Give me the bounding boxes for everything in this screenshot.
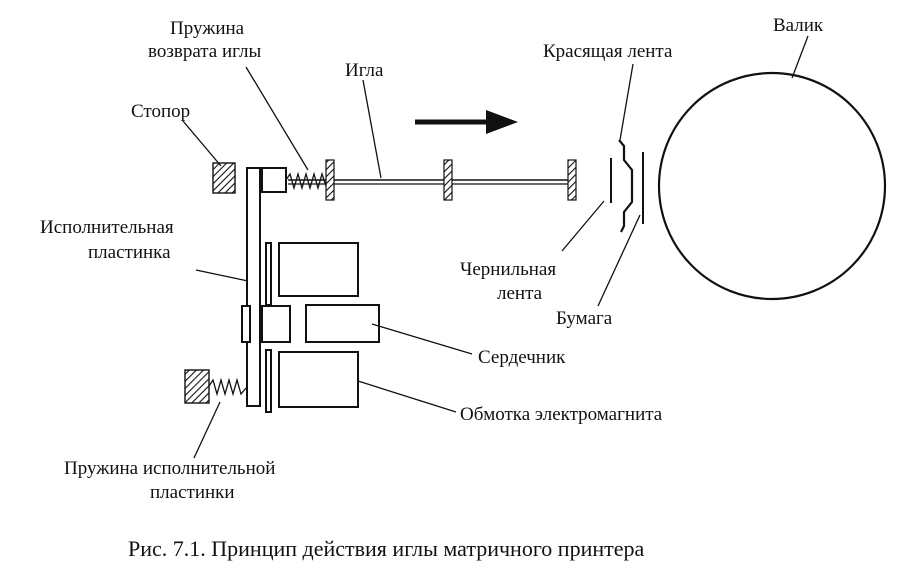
leader-paper	[597, 214, 641, 307]
needle-guide-3	[567, 159, 577, 201]
ink-ribbon	[618, 139, 634, 233]
needle-return-spring	[285, 171, 327, 191]
label-plate-spring-line2: пластинки	[150, 482, 235, 503]
label-paper: Бумага	[556, 308, 613, 329]
label-platen: Валик	[773, 15, 824, 36]
platen-roller	[657, 71, 887, 301]
leader-plate	[195, 269, 249, 282]
label-spring-return-line1: Пружина	[170, 18, 245, 39]
actuating-plate	[246, 167, 261, 407]
core-block	[261, 305, 291, 343]
core-pole	[305, 304, 380, 343]
coil-lower	[278, 351, 359, 408]
label-needle: Игла	[345, 60, 384, 81]
label-coil: Обмотка электромагнита	[460, 404, 663, 425]
label-stopper: Стопор	[131, 101, 190, 122]
leader-needle	[362, 79, 382, 179]
plate-spring-anchor	[184, 369, 210, 404]
leader-plate-spring	[193, 401, 221, 459]
label-spring-return-line2: возврата иглы	[148, 41, 261, 62]
label-plate-line2: пластинка	[88, 242, 171, 263]
leader-core	[371, 323, 473, 355]
coil-upper	[278, 242, 359, 297]
label-plate-spring-line1: Пружина исполнительной	[64, 458, 275, 479]
armature-strip-top	[265, 242, 272, 306]
label-ribbon: Красящая лента	[543, 41, 673, 62]
plate-pivot	[241, 305, 251, 343]
label-core: Сердечник	[478, 347, 566, 368]
figure-caption: Рис. 7.1. Принцип действия иглы матрично…	[128, 536, 644, 561]
leader-ink	[561, 200, 605, 252]
stopper	[212, 162, 236, 194]
plate-spring	[208, 377, 247, 397]
motion-arrow-head	[486, 110, 518, 134]
needle-guide-1	[325, 159, 335, 201]
label-ink-line2: лента	[497, 283, 543, 304]
armature-strip-bottom	[265, 349, 272, 413]
leader-platen	[791, 35, 809, 79]
leader-spring-return	[245, 66, 309, 171]
label-plate-line1: Исполнительная	[40, 217, 174, 238]
leader-ribbon	[619, 63, 634, 141]
needle-guide-2	[443, 159, 453, 201]
label-ink-line1: Чернильная	[460, 259, 556, 280]
leader-stopper	[182, 120, 222, 167]
leader-coil	[357, 380, 457, 413]
needle-head	[261, 167, 287, 193]
